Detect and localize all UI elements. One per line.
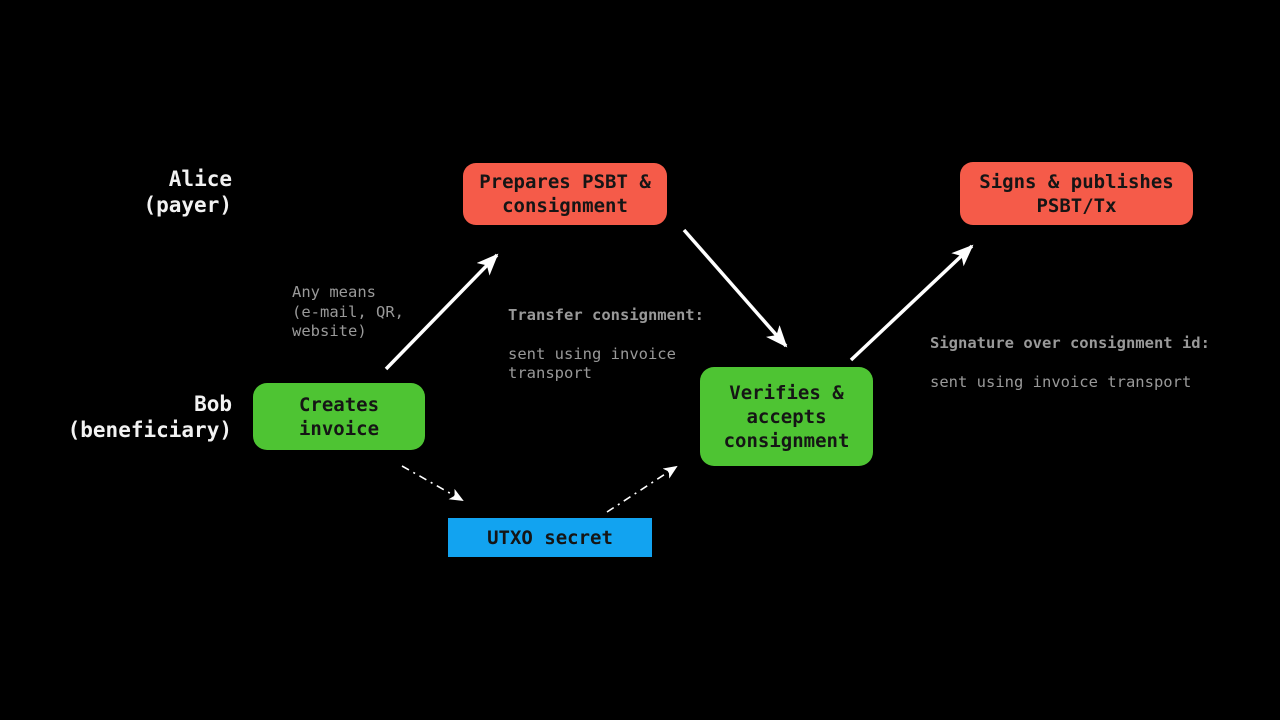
annotation-signature-body: sent using invoice transport [930, 372, 1192, 391]
actor-alice-label: Alice (payer) [143, 167, 232, 217]
actor-bob-label: Bob (beneficiary) [67, 392, 232, 442]
arrow-prepares-psbt-to-verifies [682, 228, 788, 348]
annotation-transfer-title: Transfer consignment: [508, 305, 704, 324]
arrow-creates-invoice-to-utxo-secret [401, 465, 464, 501]
node-verifies-accepts: Verifies & accepts consignment [700, 367, 873, 466]
node-creates-invoice: Creates invoice [253, 383, 425, 450]
node-prepares-psbt: Prepares PSBT & consignment [463, 163, 667, 225]
arrow-utxo-secret-to-verifies [606, 465, 678, 513]
node-utxo-secret: UTXO secret [448, 518, 652, 557]
annotation-any-means: Any means (e-mail, QR, website) [292, 283, 404, 340]
arrow-verifies-to-signs-publishes [849, 244, 974, 362]
annotation-signature-title: Signature over consignment id: [930, 333, 1210, 352]
annotation-transfer-consignment: Transfer consignment: sent using invoice… [508, 286, 704, 403]
node-prepares-psbt-label: Prepares PSBT & consignment [479, 171, 651, 217]
node-utxo-secret-label: UTXO secret [487, 526, 613, 549]
node-signs-publishes-label: Signs & publishes PSBT/Tx [979, 170, 1174, 217]
node-signs-publishes: Signs & publishes PSBT/Tx [960, 162, 1193, 225]
annotation-signature-over-consignment: Signature over consignment id: sent usin… [930, 314, 1210, 412]
node-creates-invoice-label: Creates invoice [298, 393, 380, 440]
node-verifies-accepts-label: Verifies & accepts consignment [723, 381, 850, 452]
annotation-transfer-body: sent using invoice transport [508, 344, 676, 383]
arrow-creates-invoice-to-prepares-psbt [384, 253, 499, 371]
